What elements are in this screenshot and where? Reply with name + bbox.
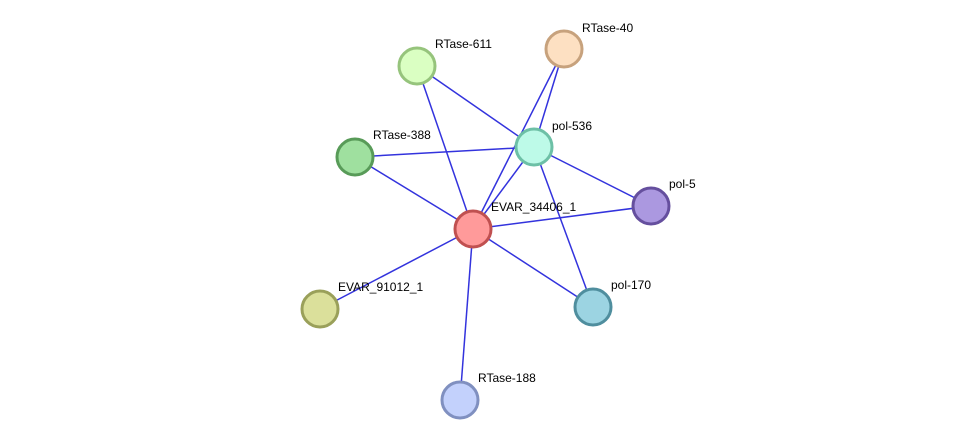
nodes-layer: EVAR_34406_1 pol-536 RTase-611 RTase-40RTas… xyxy=(300,21,696,420)
node-circle-pol170[interactable] xyxy=(573,287,613,327)
node-pol5[interactable]: pol-5 xyxy=(631,177,696,226)
node-label-pol170: pol-170 xyxy=(611,278,651,292)
edge-evar34406-rtase611 xyxy=(416,65,474,230)
node-circle-rtase611[interactable] xyxy=(397,46,437,86)
node-circle-rtase40[interactable] xyxy=(544,29,584,69)
edge-evar34406-rtase388 xyxy=(354,156,474,230)
node-label-rtase611: RTase-611 xyxy=(435,37,492,51)
edge-evar34406-pol5 xyxy=(472,205,652,230)
node-rtase40[interactable]: RTase-40 xyxy=(544,21,633,69)
node-pol170[interactable]: pol-170 xyxy=(573,278,651,327)
node-label-rtase40: RTase-40 xyxy=(582,21,633,35)
node-rtase611[interactable]: RTase-611 xyxy=(397,37,492,86)
edge-pol536-rtase388 xyxy=(354,146,535,158)
node-circle-evar34406[interactable] xyxy=(453,209,493,249)
edge-pol536-pol170 xyxy=(533,146,594,308)
node-label-evar91012: EVAR_91012_1 xyxy=(338,280,424,294)
edge-pol536-pol5 xyxy=(533,146,652,207)
edge-evar34406-pol170 xyxy=(472,228,594,308)
edge-evar34406-rtase188 xyxy=(459,228,474,401)
node-label-pol5: pol-5 xyxy=(669,177,696,191)
node-rtase388[interactable]: RTase-388 xyxy=(335,128,431,177)
node-circle-pol536[interactable] xyxy=(514,127,554,167)
node-evar34406[interactable]: EVAR_34406_1 xyxy=(453,200,577,249)
node-circle-evar91012[interactable] xyxy=(300,289,340,329)
edge-evar34406-evar91012 xyxy=(319,228,474,310)
node-circle-rtase188[interactable] xyxy=(440,380,480,420)
node-circle-pol5[interactable] xyxy=(631,186,671,226)
node-evar91012[interactable]: EVAR_91012_1 xyxy=(300,280,424,329)
node-circle-rtase388[interactable] xyxy=(335,137,375,177)
node-label-pol536: pol-536 xyxy=(552,119,592,133)
edges-layer xyxy=(319,48,652,401)
node-label-rtase188: RTase-188 xyxy=(478,371,536,385)
edge-pol536-rtase611 xyxy=(416,65,535,148)
node-label-evar34406: EVAR_34406_1 xyxy=(491,200,577,214)
node-rtase188[interactable]: RTase-188 xyxy=(440,371,536,420)
node-label-rtase388: RTase-388 xyxy=(373,128,431,142)
node-pol536[interactable]: pol-536 xyxy=(514,119,592,167)
